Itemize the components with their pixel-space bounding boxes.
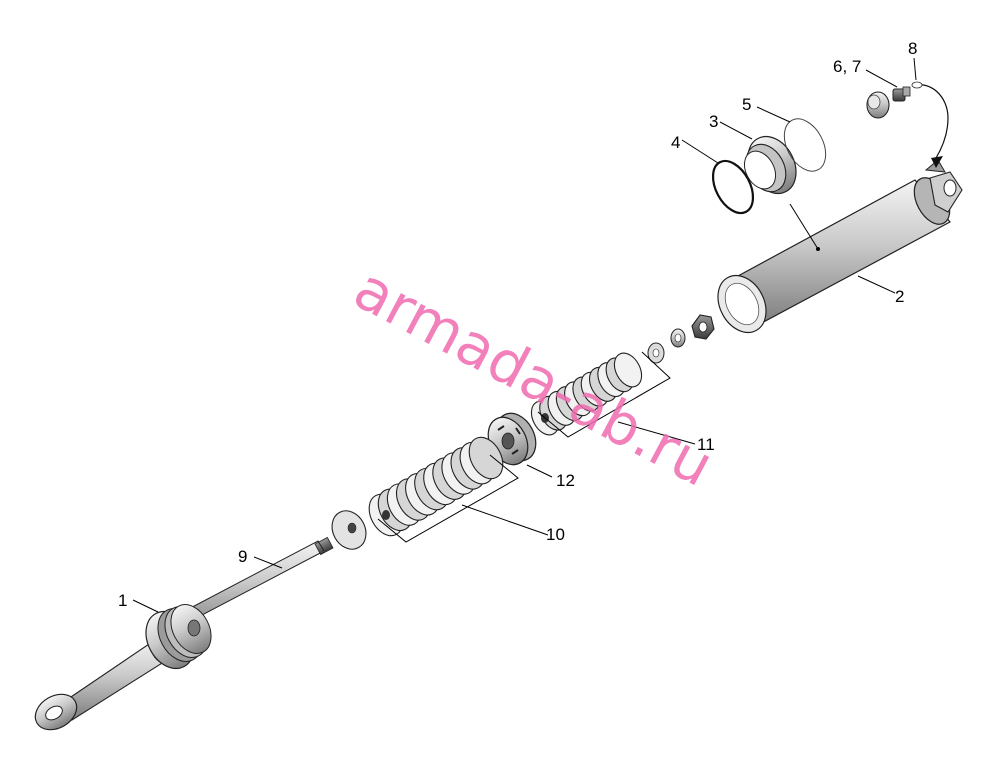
callout-4: 4 xyxy=(671,133,680,152)
callout-1: 1 xyxy=(118,591,127,610)
callout-5: 5 xyxy=(742,95,751,114)
callout-12: 12 xyxy=(556,471,575,490)
callout-10: 10 xyxy=(546,525,565,544)
rod-end-assembly xyxy=(34,604,212,731)
watermark: armada-ab.ru xyxy=(343,254,724,500)
leader-lines xyxy=(132,57,917,613)
callout-3: 3 xyxy=(709,112,718,131)
bleed-hose xyxy=(911,81,949,168)
callout-6-7: 6, 7 xyxy=(833,57,861,76)
spring-bore xyxy=(382,510,390,520)
washer-small xyxy=(670,328,686,348)
o-ring xyxy=(711,159,755,215)
piston-nut xyxy=(691,314,715,340)
callout-8: 8 xyxy=(908,39,917,58)
cylinder-barrel xyxy=(717,159,963,334)
gland xyxy=(743,135,797,195)
callout-labels: 1 2 3 4 5 6, 7 8 9 10 11 12 xyxy=(118,39,917,610)
backup-ring xyxy=(783,118,827,172)
callout-9: 9 xyxy=(238,547,247,566)
spring-stack-lower xyxy=(368,436,504,537)
callout-11: 11 xyxy=(697,435,715,454)
retaining-washer xyxy=(331,510,367,550)
washer-large xyxy=(647,342,665,364)
callout-2: 2 xyxy=(895,287,904,306)
cap-and-fitting xyxy=(866,86,911,119)
disc-spring xyxy=(613,352,643,388)
disc-spring xyxy=(468,436,504,480)
